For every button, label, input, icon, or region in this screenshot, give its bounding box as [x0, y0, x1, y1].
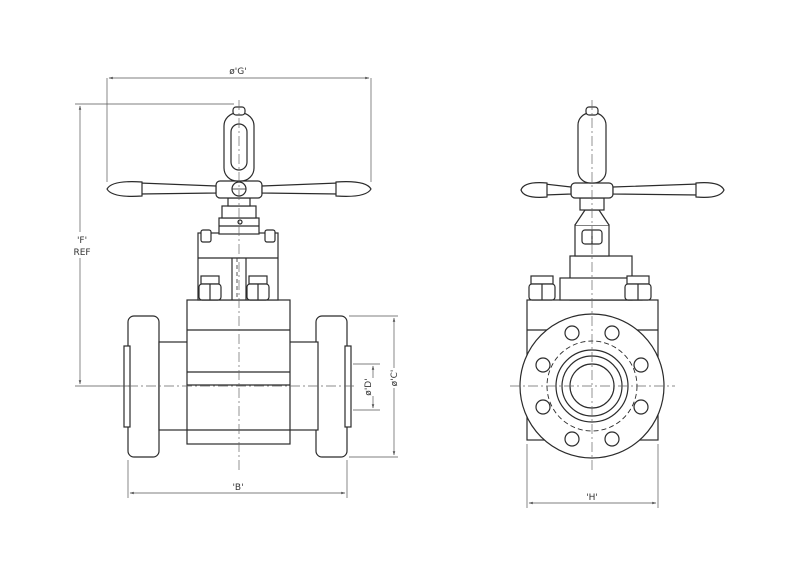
dim-g-label: ø'G': [229, 67, 246, 77]
side-handle-grip-left: [520, 182, 548, 198]
handle-arm-right: [261, 182, 339, 195]
dim-d-label: ø'D': [364, 378, 374, 395]
front-labels: ø'G' 'F' REF ø'D' ø'C' 'B': [73, 67, 402, 493]
side-view: [519, 106, 725, 459]
left-flange-face: [123, 345, 131, 428]
dim-b-label: 'B': [232, 483, 243, 493]
side-handle-arm-right: [612, 183, 699, 196]
side-dimensions: [526, 444, 659, 508]
front-view: [106, 106, 372, 458]
dim-c-label: ø'C': [390, 370, 400, 387]
handle-grip-left: [106, 181, 143, 197]
flange-bolt-holes: [535, 325, 649, 447]
dim-f-ref-label: REF: [73, 248, 90, 258]
right-flange: [315, 315, 348, 458]
dim-f-label: 'F': [77, 236, 87, 246]
front-centrelines: [110, 100, 355, 470]
left-flange: [127, 315, 160, 458]
handle-arm-left: [139, 182, 217, 195]
bonnet-bolts: [198, 275, 270, 301]
side-centrelines: [510, 100, 675, 470]
dim-h-label: 'H': [586, 493, 598, 503]
handle-grip-right: [335, 181, 372, 197]
side-handle-arm-left: [544, 183, 572, 196]
side-handle-grip-right: [695, 182, 725, 198]
right-flange-face: [344, 345, 352, 428]
side-bolts: [528, 275, 652, 301]
